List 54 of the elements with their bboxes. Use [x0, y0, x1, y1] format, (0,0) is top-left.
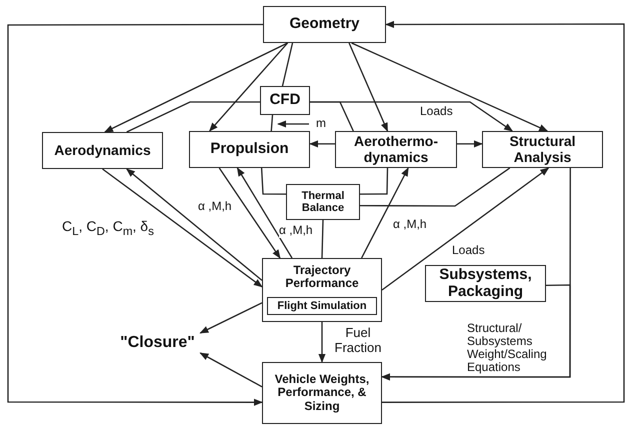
box-label: Thermal Balance	[300, 190, 346, 214]
connector-line	[321, 220, 324, 258]
arrow	[7, 24, 263, 406]
connector-line	[360, 167, 510, 207]
box-label: Trajectory Performance	[284, 264, 360, 290]
box-label: Flight Simulation	[277, 300, 367, 312]
arrow	[457, 140, 483, 148]
box-label: Structural Analysis	[508, 134, 577, 165]
arrow	[200, 352, 262, 388]
process-box	[335, 131, 457, 168]
arrow	[209, 42, 288, 132]
arrow	[381, 284, 571, 380]
note-text: Structural/ Subsystems Weight/Scaling Equations	[467, 322, 548, 374]
arrow	[348, 42, 388, 132]
arrow	[351, 42, 548, 132]
arrow	[310, 101, 514, 132]
process-box	[425, 265, 546, 302]
process-box	[262, 362, 382, 424]
process-box	[286, 184, 360, 220]
arrow	[318, 322, 326, 363]
inner-box	[267, 297, 377, 315]
arrow	[104, 42, 288, 133]
arrow	[218, 168, 281, 259]
arrow	[200, 302, 262, 334]
box-label: Propulsion	[210, 141, 289, 158]
connector-line	[260, 168, 286, 195]
edge-label: α ,M,h	[279, 224, 313, 238]
edge-label: α ,M,h	[198, 200, 232, 214]
arrow	[309, 140, 335, 148]
process-box	[482, 131, 603, 168]
connector-line	[282, 42, 294, 86]
process-box	[260, 86, 310, 115]
connector-line	[126, 101, 260, 133]
edge-label: C$_{L}$, C$_{D}$, C$_{m}$, δ$_{s}$	[62, 218, 154, 238]
box-label: Geometry	[289, 16, 360, 33]
process-box	[263, 6, 386, 43]
box-label: Aerothermo- dynamics	[352, 134, 439, 165]
arrow	[126, 168, 262, 281]
box-label: Aerodynamics	[54, 142, 151, 158]
closure-label: "Closure"	[110, 333, 205, 353]
edge-label: α ,M,h	[393, 218, 427, 232]
arrow	[382, 167, 550, 291]
process-box	[42, 132, 163, 169]
process-box	[262, 258, 382, 322]
box-label: Subsystems, Packaging	[438, 267, 533, 300]
arrow	[102, 168, 263, 288]
connector-line	[270, 114, 274, 132]
box-label: CFD	[270, 92, 300, 109]
process-box	[189, 131, 310, 168]
connector-line	[360, 168, 388, 195]
arrow	[236, 167, 293, 258]
arrow	[382, 20, 625, 403]
box-label: Vehicle Weights, Performance, & Sizing	[274, 373, 370, 413]
arrow	[361, 167, 409, 258]
